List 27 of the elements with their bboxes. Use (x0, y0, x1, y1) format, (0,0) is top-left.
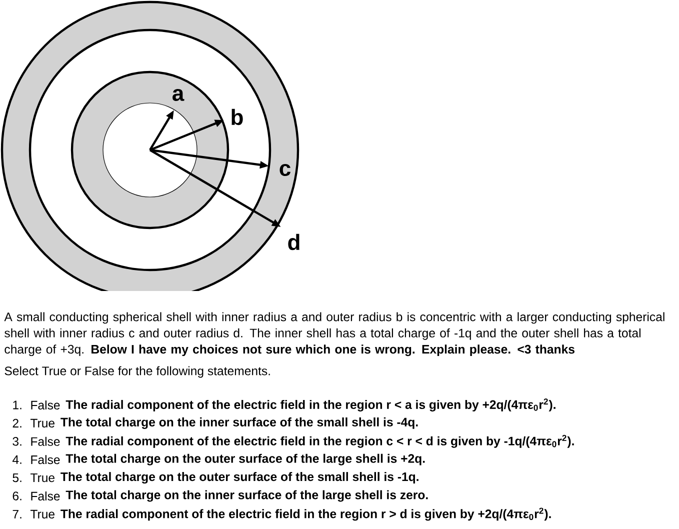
item-number: 7. (12, 510, 22, 518)
statement-text: The total charge on the outer surface of the large shell is +2q. (66, 454, 425, 466)
item-number: 1. (13, 400, 22, 410)
item-number: 5. (12, 474, 22, 482)
instruction-text: Select True or False for the following statements. (4, 366, 270, 378)
radius-label: d (288, 234, 300, 250)
answer-choice: False (31, 436, 60, 446)
statement-text: The radial component of the electric field in the region r < a is given by +2q/(4πε$_{0}$r$^{2}$). (66, 398, 556, 412)
radius-label: a (172, 88, 184, 102)
answer-choice: False (31, 400, 60, 410)
item-number: 3. (12, 437, 22, 446)
radius-label: c (280, 164, 290, 176)
statement-text: The radial component of the electric field in the region c < r < d is given by -1q/(4πε$_{0}$r$^{2}$). (66, 434, 574, 448)
statement-text: The total charge on the outer surface of the small shell is -1q. (60, 472, 418, 484)
answer-choice: True (30, 510, 54, 518)
radius-label: b (232, 108, 243, 126)
item-number: 2. (12, 418, 22, 428)
answer-choice: True (30, 474, 54, 482)
statement-text: The total charge on the inner surface of the small shell is -4q. (60, 417, 418, 429)
answer-choice: False (31, 491, 60, 501)
answer-choice: True (30, 418, 54, 428)
item-number: 6. (12, 492, 22, 500)
statement-text: The radial component of the electric field in the region r > d is given by +2q/(4πε$_{0}$r$^{2}$). (60, 508, 551, 521)
problem-paragraph: A small conducting spherical shell with inner radius a and outer radius b is concentric with a larger conducting spherical shell with inner radius c and outer radius d. The inner shell has a total charge of -1q and the outer shell has a total charge of +3q. Below I have my choices not sure which one is wrong. Explain please. <3 thanks (4, 312, 664, 356)
item-number: 4. (12, 455, 22, 464)
answer-choice: False (31, 455, 60, 464)
statement-text: The total charge on the inner surface of the large shell is zero. (66, 490, 428, 502)
